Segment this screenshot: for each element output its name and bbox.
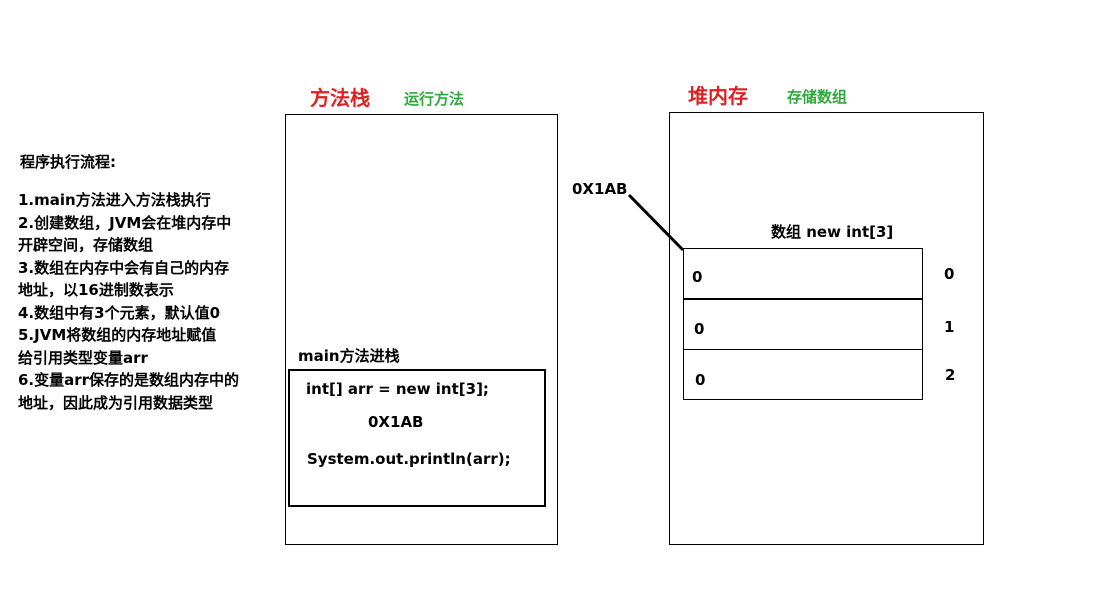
heap-subtitle: 存储数组: [787, 88, 848, 106]
flow-step: 4.数组中有3个元素，默认值0: [18, 303, 221, 322]
main-frame: [288, 369, 546, 507]
array-cell-value: 0: [694, 320, 705, 338]
flow-step: 地址，因此成为引用数据类型: [18, 393, 214, 412]
array-index: 0: [944, 265, 955, 283]
pointer-line: [627, 193, 685, 252]
stack-title: 方法栈: [310, 86, 370, 110]
array-cell-value: 0: [692, 268, 703, 286]
flow-steps: 1.main方法进入方法栈执行 2.创建数组，JVM会在堆内存中 开辟空间，存储…: [18, 189, 280, 414]
stack-address: 0X1AB: [368, 413, 424, 431]
array-index: 1: [944, 318, 955, 336]
flow-step: 地址，以16进制数表示: [18, 281, 174, 299]
flow-step: 3.数组在内存中会有自己的内存: [18, 258, 230, 277]
frame-label: main方法进栈: [298, 347, 400, 365]
heap-area: [669, 112, 984, 545]
flow-step: 5.JVM将数组的内存地址赋值: [18, 326, 217, 344]
array-cell: [683, 349, 923, 400]
heap-address: 0X1AB: [572, 180, 628, 198]
stack-area: [285, 114, 558, 545]
array-cell: [683, 299, 923, 350]
heap-title: 堆内存: [688, 84, 748, 108]
array-cell: [683, 248, 923, 299]
flow-step: 给引用类型变量arr: [18, 348, 148, 367]
flow-step: 2.创建数组，JVM会在堆内存中: [18, 213, 232, 232]
flow-step: 1.main方法进入方法栈执行: [18, 191, 211, 209]
flow-step: 6.变量arr保存的是数组内存中的: [18, 371, 240, 389]
array-label: 数组 new int[3]: [771, 223, 894, 241]
array-cell-value: 0: [695, 371, 706, 389]
stack-subtitle: 运行方法: [404, 90, 465, 108]
code-line-println: System.out.println(arr);: [307, 450, 511, 468]
flow-step: 开辟空间，存储数组: [18, 236, 154, 254]
code-line-array-decl: int[] arr = new int[3];: [306, 380, 489, 398]
flow-title: 程序执行流程:: [20, 153, 116, 171]
array-index: 2: [945, 366, 956, 384]
